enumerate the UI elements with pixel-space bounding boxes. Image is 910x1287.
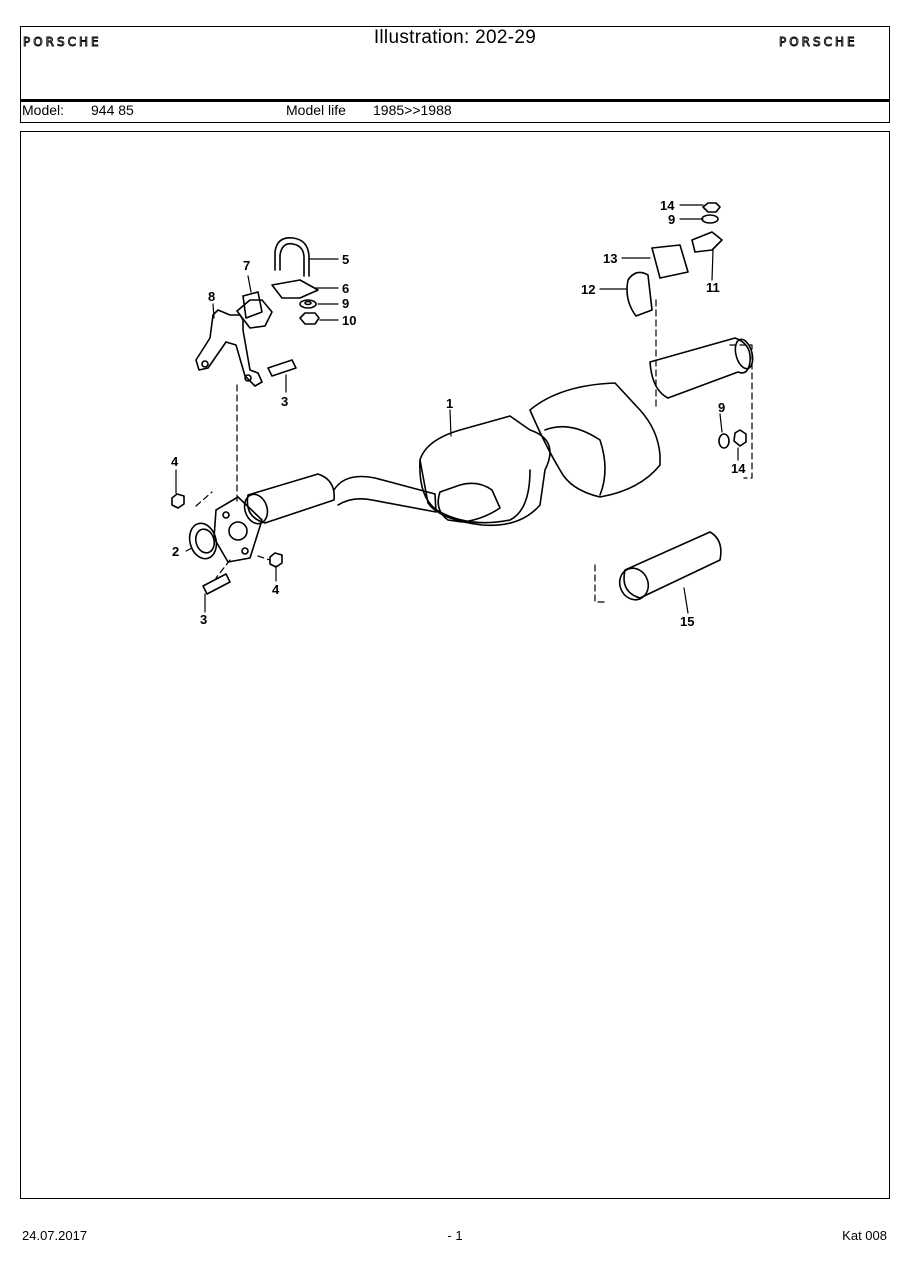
- callout-3-lower: 3: [200, 612, 207, 627]
- front-muffler: [419, 415, 551, 527]
- callout-leaders: [175, 204, 739, 614]
- callout-2: 2: [172, 544, 179, 559]
- rear-muffler: [529, 382, 661, 498]
- washer-nut-set: [299, 202, 747, 449]
- flange-plate: [213, 496, 263, 563]
- model-label: Model:: [22, 102, 65, 118]
- front-catalytic-converter: [243, 473, 437, 525]
- bolts: [202, 359, 297, 595]
- callout-14-top: 14: [660, 198, 675, 213]
- porsche-logo-right: PORSCHE: [779, 35, 858, 50]
- footer-date: 24.07.2017: [22, 1228, 88, 1243]
- extension-tube: [618, 531, 722, 601]
- footer-page-number: - 1: [447, 1228, 463, 1243]
- callout-4-right: 4: [272, 582, 280, 597]
- porsche-logo-left: PORSCHE: [23, 35, 102, 50]
- callout-9-right: 9: [718, 400, 725, 415]
- mount-brackets: [626, 231, 723, 317]
- tail-pipe: [649, 337, 754, 399]
- model-value: 944 85: [91, 102, 134, 118]
- illustration-frame: [20, 131, 890, 1199]
- svg-text:PORSCHE: PORSCHE: [779, 35, 858, 49]
- callout-3-upper: 3: [281, 394, 288, 409]
- svg-text:PORSCHE: PORSCHE: [23, 35, 102, 49]
- u-bolt-clamp: [271, 236, 319, 299]
- callout-9-top: 9: [668, 212, 675, 227]
- hex-nuts: [171, 493, 283, 568]
- hanger-bracket: [195, 299, 273, 387]
- rubber-mounts: [242, 244, 689, 319]
- header-box: [20, 26, 890, 123]
- callout-14-right: 14: [731, 461, 746, 476]
- model-life-value: 1985>>1988: [373, 102, 452, 118]
- callout-15: 15: [680, 614, 694, 629]
- callout-7: 7: [243, 258, 250, 273]
- exhaust-parts-diagram: 1 2 3 3 4 4 5 6 7 8 9 9 9 10 11 12 13 14…: [171, 198, 754, 629]
- callout-5: 5: [342, 252, 349, 267]
- callout-12: 12: [581, 282, 595, 297]
- gasket-ring: [188, 522, 218, 560]
- callout-4-left: 4: [171, 454, 179, 469]
- callout-13: 13: [603, 251, 617, 266]
- callout-9-left: 9: [342, 296, 349, 311]
- header-rule: [20, 99, 890, 102]
- callout-10: 10: [342, 313, 356, 328]
- callout-1: 1: [446, 396, 453, 411]
- assembly-guides: [195, 299, 753, 603]
- footer-catalog: Kat 008: [842, 1228, 887, 1243]
- page-title: Illustration: 202-29: [373, 27, 537, 48]
- callout-11: 11: [706, 280, 720, 295]
- model-life-label: Model life: [286, 102, 346, 118]
- callout-8: 8: [208, 289, 215, 304]
- callout-6: 6: [342, 281, 349, 296]
